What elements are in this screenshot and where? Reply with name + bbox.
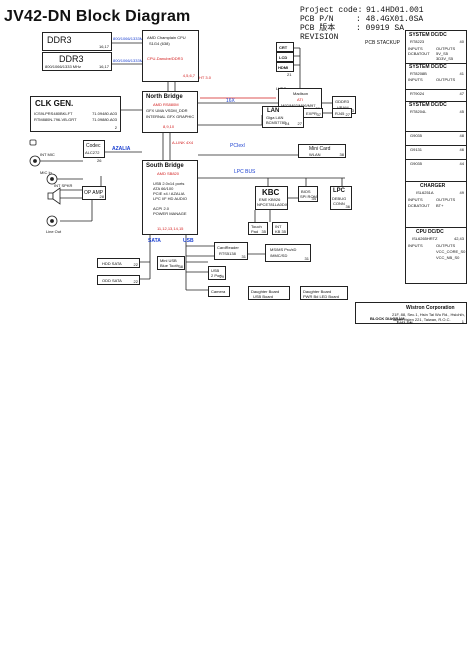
- memory-card-slot-block: MS/MS Pro/xD /MMC/SD 31: [265, 244, 311, 262]
- ddr3-b-speed: 800/1066/1333MHz: [113, 58, 148, 63]
- mic-in-label: MIC In: [40, 170, 52, 175]
- pcb-rev-label: PCB 版本: [300, 24, 336, 33]
- kbc-block: KBC ENE KB926 NPCE781LA0DX: [255, 186, 288, 210]
- internal-keyboard-block: INT KB 35: [272, 222, 288, 235]
- daughter-board-power-led-block: Daughter Board PWR Bd LED Board: [300, 286, 348, 300]
- camera-block: Camera: [208, 286, 230, 297]
- project-code-value: 91.4HD01.001: [366, 6, 424, 15]
- south-bridge-block: South Bridge AMD SB820 USB 2.0x14 ports …: [142, 160, 198, 235]
- pcb-pn-value: : 48.4GX01.0SA: [356, 15, 424, 24]
- card-reader-block: CardReader RTS5138 31: [214, 242, 248, 260]
- bios-block: BIOS SPI ROM 34: [298, 186, 318, 202]
- ht-bus-label: HT 3.0: [199, 75, 211, 80]
- mini-card-block: Mini Card WLAN 38: [298, 144, 346, 158]
- int-mic-label: INT MIC: [40, 152, 55, 157]
- usb-ports-block: USB 2 Port 29: [208, 266, 226, 280]
- page-title: JV42-DN Block Diagram: [4, 8, 191, 25]
- project-code-label: Project code:: [300, 6, 363, 15]
- alink-bus-label: A-LINK 4X4: [172, 140, 194, 145]
- express-card-block: EXPR 37: [303, 108, 323, 118]
- int-speaker-label: INT SPKR: [54, 183, 73, 188]
- hdmi-page: 21: [287, 72, 292, 77]
- codec-page: 26: [97, 158, 102, 163]
- pcie-bus-label: PCIexl: [230, 143, 245, 149]
- rj45-block: RJ45 27: [332, 108, 352, 118]
- crt-block: CRT: [276, 42, 294, 52]
- revision-label: REVISION: [300, 33, 339, 42]
- north-bridge-block: North Bridge AMD RS880M GFX UMA VSDM_DDR…: [142, 91, 198, 133]
- lan-block: LAN Giga LAN BCM57780 24 27: [262, 106, 304, 128]
- lcd-block: LCD: [276, 52, 294, 62]
- hdmi-block: HDMI: [276, 62, 294, 72]
- lpc-bus-label: LPC BUS: [234, 169, 256, 175]
- power-panel: SYSTEM DC/DC RT8223 INPUTS OUTPUTS DCBAT…: [405, 30, 467, 284]
- lpc-debug-connector-block: LPC DEBUG CONN 36: [330, 186, 352, 210]
- pcb-rev-value: : 09919 SA: [356, 24, 405, 33]
- line-out-label: Line Out: [46, 229, 62, 234]
- daughter-board-usb-block: Daughter Board USB Board: [248, 286, 290, 300]
- pcie16-bus-label: 16X: [226, 98, 235, 104]
- usb-bus-label: USB: [183, 238, 194, 244]
- azalia-bus-label: AZALIA: [112, 146, 131, 152]
- pcb-pn-label: PCB P/N: [300, 15, 334, 24]
- cpu-block: AMD Champlain CPU S1G4 (638) CPU-Danube/…: [142, 30, 199, 82]
- pcb-stackup-label: PCB STACKUP: [365, 40, 400, 46]
- hdd-sata-block: HDD SATA 22: [97, 258, 140, 268]
- clock-generator-block: CLK GEN. ICS9LPRS480BKLFT RTM880N-796-VB…: [30, 96, 121, 132]
- odd-sata-block: ODD SATA 22: [97, 275, 140, 285]
- sata-bus-label: SATA: [148, 238, 161, 244]
- ddr3-a-speed: 800/1066/1333MHz: [113, 36, 148, 41]
- ddr3-block-a: DDR3 16,17: [42, 32, 112, 51]
- ddr3-block-b: DDR3 800/1066/1333 MHz 16,17: [42, 52, 112, 71]
- codec-block: Codec ALC272: [83, 140, 105, 158]
- bluetooth-block: Mini USB Blue Tooth 38: [157, 256, 185, 270]
- title-block: Wistron Corporation 21F, 88, Sec.1, Hsin…: [355, 302, 467, 325]
- touch-pad-block: Touch Pad 35: [248, 222, 268, 235]
- op-amp-block: OP AMP 28: [82, 186, 106, 200]
